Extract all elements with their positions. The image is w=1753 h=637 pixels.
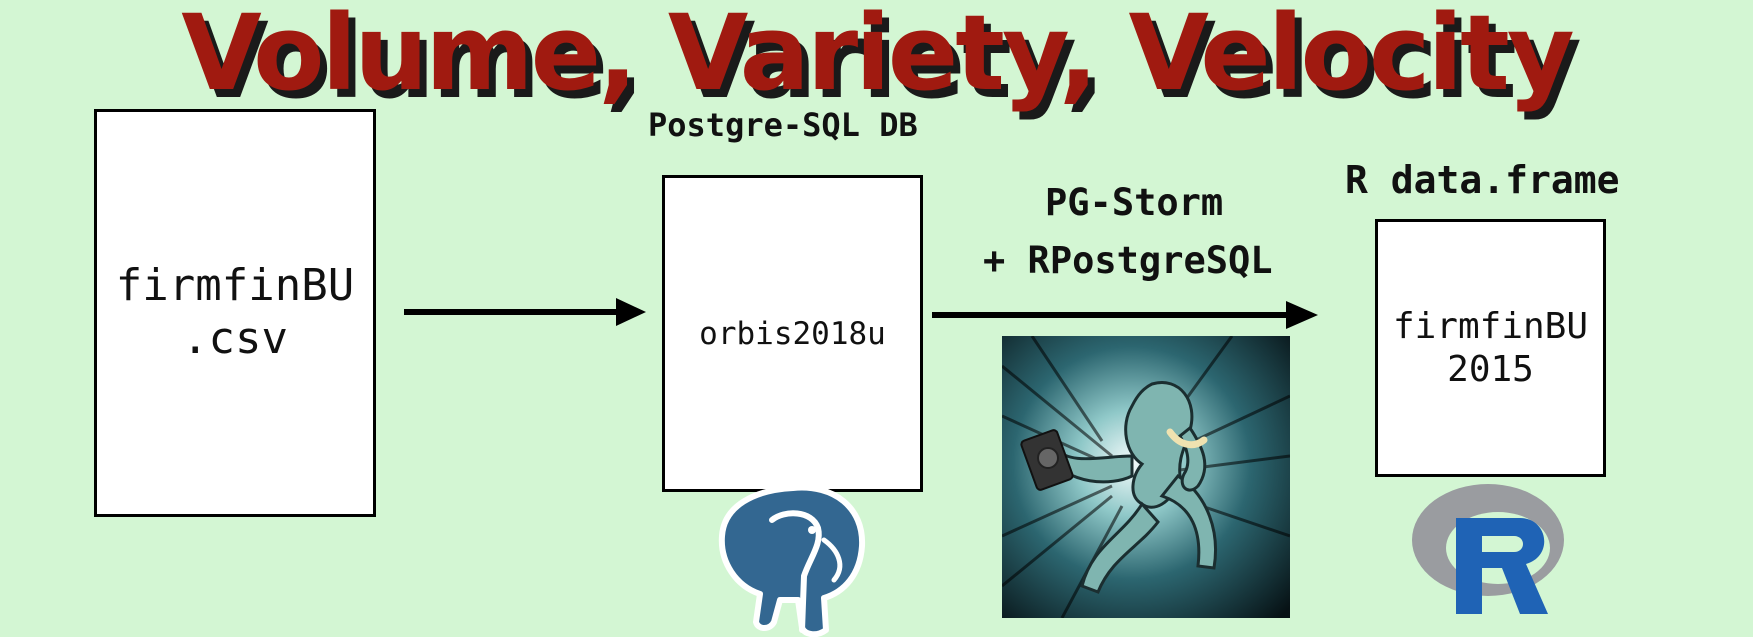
database-table-box: orbis2018u (662, 175, 923, 492)
transfer-label-line1: PG-Storm (1045, 181, 1224, 224)
database-table-label: orbis2018u (699, 315, 886, 352)
dataframe-box: firmfinBU 2015 (1375, 219, 1606, 477)
transfer-label-line2: + RPostgreSQL (983, 239, 1273, 282)
postgresql-logo-icon (718, 484, 866, 637)
pg-storm-elephant-image-icon (1002, 336, 1290, 618)
arrow-csv-to-db (404, 298, 646, 326)
r-logo-icon (1412, 484, 1564, 614)
csv-file-label: firmfinBU .csv (115, 260, 355, 364)
arrow-db-to-dataframe (932, 301, 1318, 329)
database-caption: Postgre-SQL DB (648, 106, 918, 144)
dataframe-caption: R data.frame (1345, 158, 1620, 202)
dataframe-label: firmfinBU 2015 (1392, 305, 1589, 390)
csv-file-box: firmfinBU .csv (94, 109, 376, 517)
page-title: Volume, Variety, Velocity (181, 0, 1574, 114)
